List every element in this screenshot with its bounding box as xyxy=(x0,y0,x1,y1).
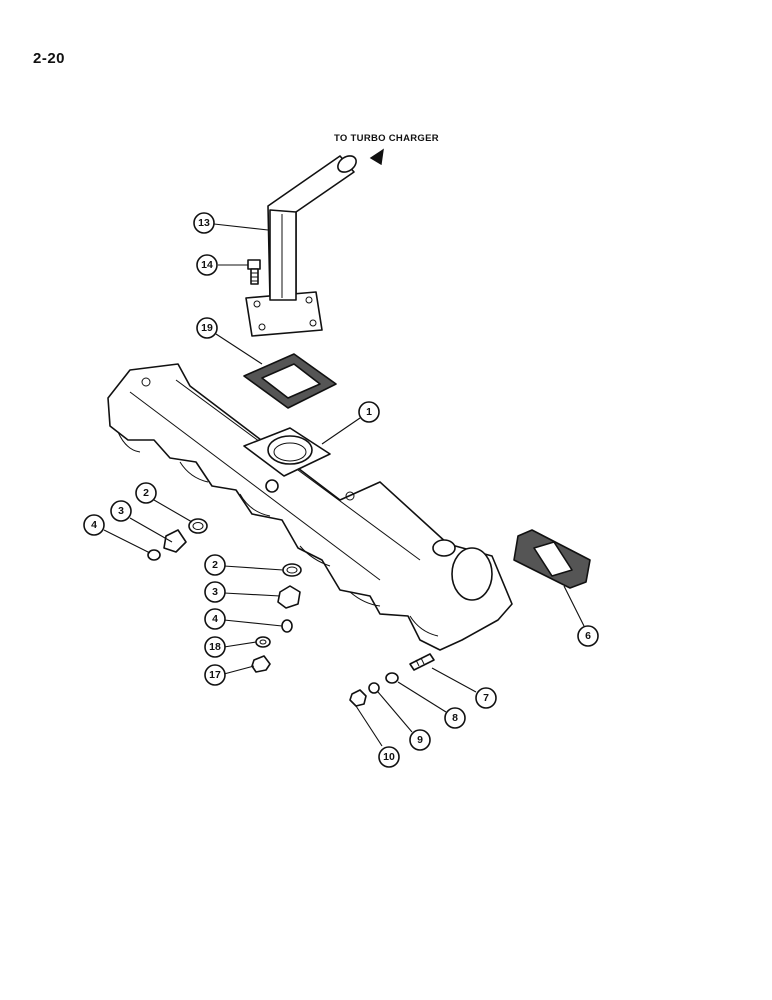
turbo-charger-caption: TO TURBO CHARGER xyxy=(334,133,439,144)
callout-4-center: 4 xyxy=(204,608,226,630)
callout-4-left: 4 xyxy=(83,514,105,536)
part-14-bolt xyxy=(247,259,261,285)
fittings-left xyxy=(147,518,208,561)
svg-text:7: 7 xyxy=(483,692,489,704)
page-number: 2-20 xyxy=(33,50,66,67)
fasteners-right xyxy=(349,653,435,707)
svg-text:8: 8 xyxy=(452,712,458,724)
svg-text:2: 2 xyxy=(212,559,218,571)
callout-7: 7 xyxy=(475,687,497,709)
svg-text:10: 10 xyxy=(383,751,395,763)
callout-2-center: 2 xyxy=(204,554,226,576)
part-13-elbow-pipe xyxy=(245,155,357,337)
callout-1: 1 xyxy=(358,401,380,423)
callout-19: 19 xyxy=(196,317,218,339)
svg-text:17: 17 xyxy=(209,669,221,681)
svg-text:9: 9 xyxy=(417,734,423,746)
callout-2-left: 2 xyxy=(135,482,157,504)
part-19-gasket xyxy=(243,353,337,409)
callout-3-left: 3 xyxy=(110,500,132,522)
svg-text:18: 18 xyxy=(209,641,221,653)
svg-text:4: 4 xyxy=(91,519,97,531)
svg-text:1: 1 xyxy=(366,406,372,418)
part-1-exhaust-manifold xyxy=(107,363,513,651)
callout-14: 14 xyxy=(196,254,218,276)
part-6-gasket xyxy=(513,529,591,589)
callout-6: 6 xyxy=(577,625,599,647)
leader-lines xyxy=(103,223,585,747)
svg-text:3: 3 xyxy=(118,505,124,517)
callout-17: 17 xyxy=(204,664,226,686)
svg-text:6: 6 xyxy=(585,630,591,642)
callout-8: 8 xyxy=(444,707,466,729)
svg-text:19: 19 xyxy=(201,322,213,334)
svg-text:13: 13 xyxy=(198,217,210,229)
svg-text:4: 4 xyxy=(212,613,218,625)
svg-text:3: 3 xyxy=(212,586,218,598)
callout-9: 9 xyxy=(409,729,431,751)
callout-18: 18 xyxy=(204,636,226,658)
callout-10: 10 xyxy=(378,746,400,768)
fittings-center xyxy=(251,563,302,673)
callout-3-center: 3 xyxy=(204,581,226,603)
svg-text:14: 14 xyxy=(201,259,213,271)
turbo-arrow xyxy=(369,148,384,166)
callout-13: 13 xyxy=(193,212,215,234)
svg-text:2: 2 xyxy=(143,487,149,499)
